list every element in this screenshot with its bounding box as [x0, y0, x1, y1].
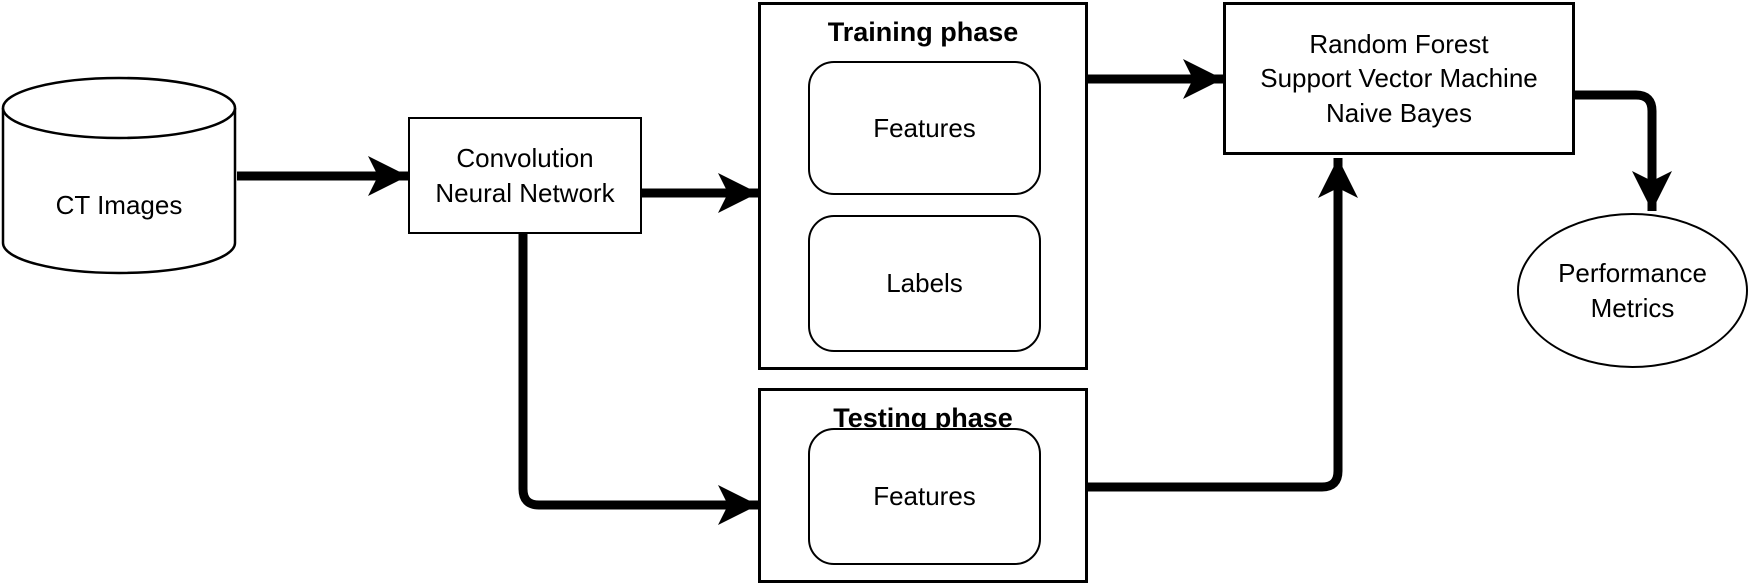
- edge-cnn-to-testing-phase: [518, 234, 758, 525]
- training-features-node: Features: [808, 61, 1041, 195]
- training-labels-node: Labels: [808, 215, 1041, 352]
- edge-testing-phase-to-classifiers: [1088, 158, 1358, 492]
- performance-metrics-node: Performance Metrics: [1517, 213, 1748, 368]
- testing-features-node: Features: [808, 428, 1041, 565]
- ct-images-cylinder: [1, 76, 237, 275]
- training-phase-title: Training phase: [827, 17, 1019, 47]
- classifiers-node: Random Forest Support Vector Machine Nai…: [1223, 2, 1575, 155]
- ct-images-label: CT Images: [55, 189, 183, 220]
- cnn-node: Convolution Neural Network: [408, 117, 642, 234]
- edge-classifiers-to-performance-metrics: [1575, 90, 1672, 211]
